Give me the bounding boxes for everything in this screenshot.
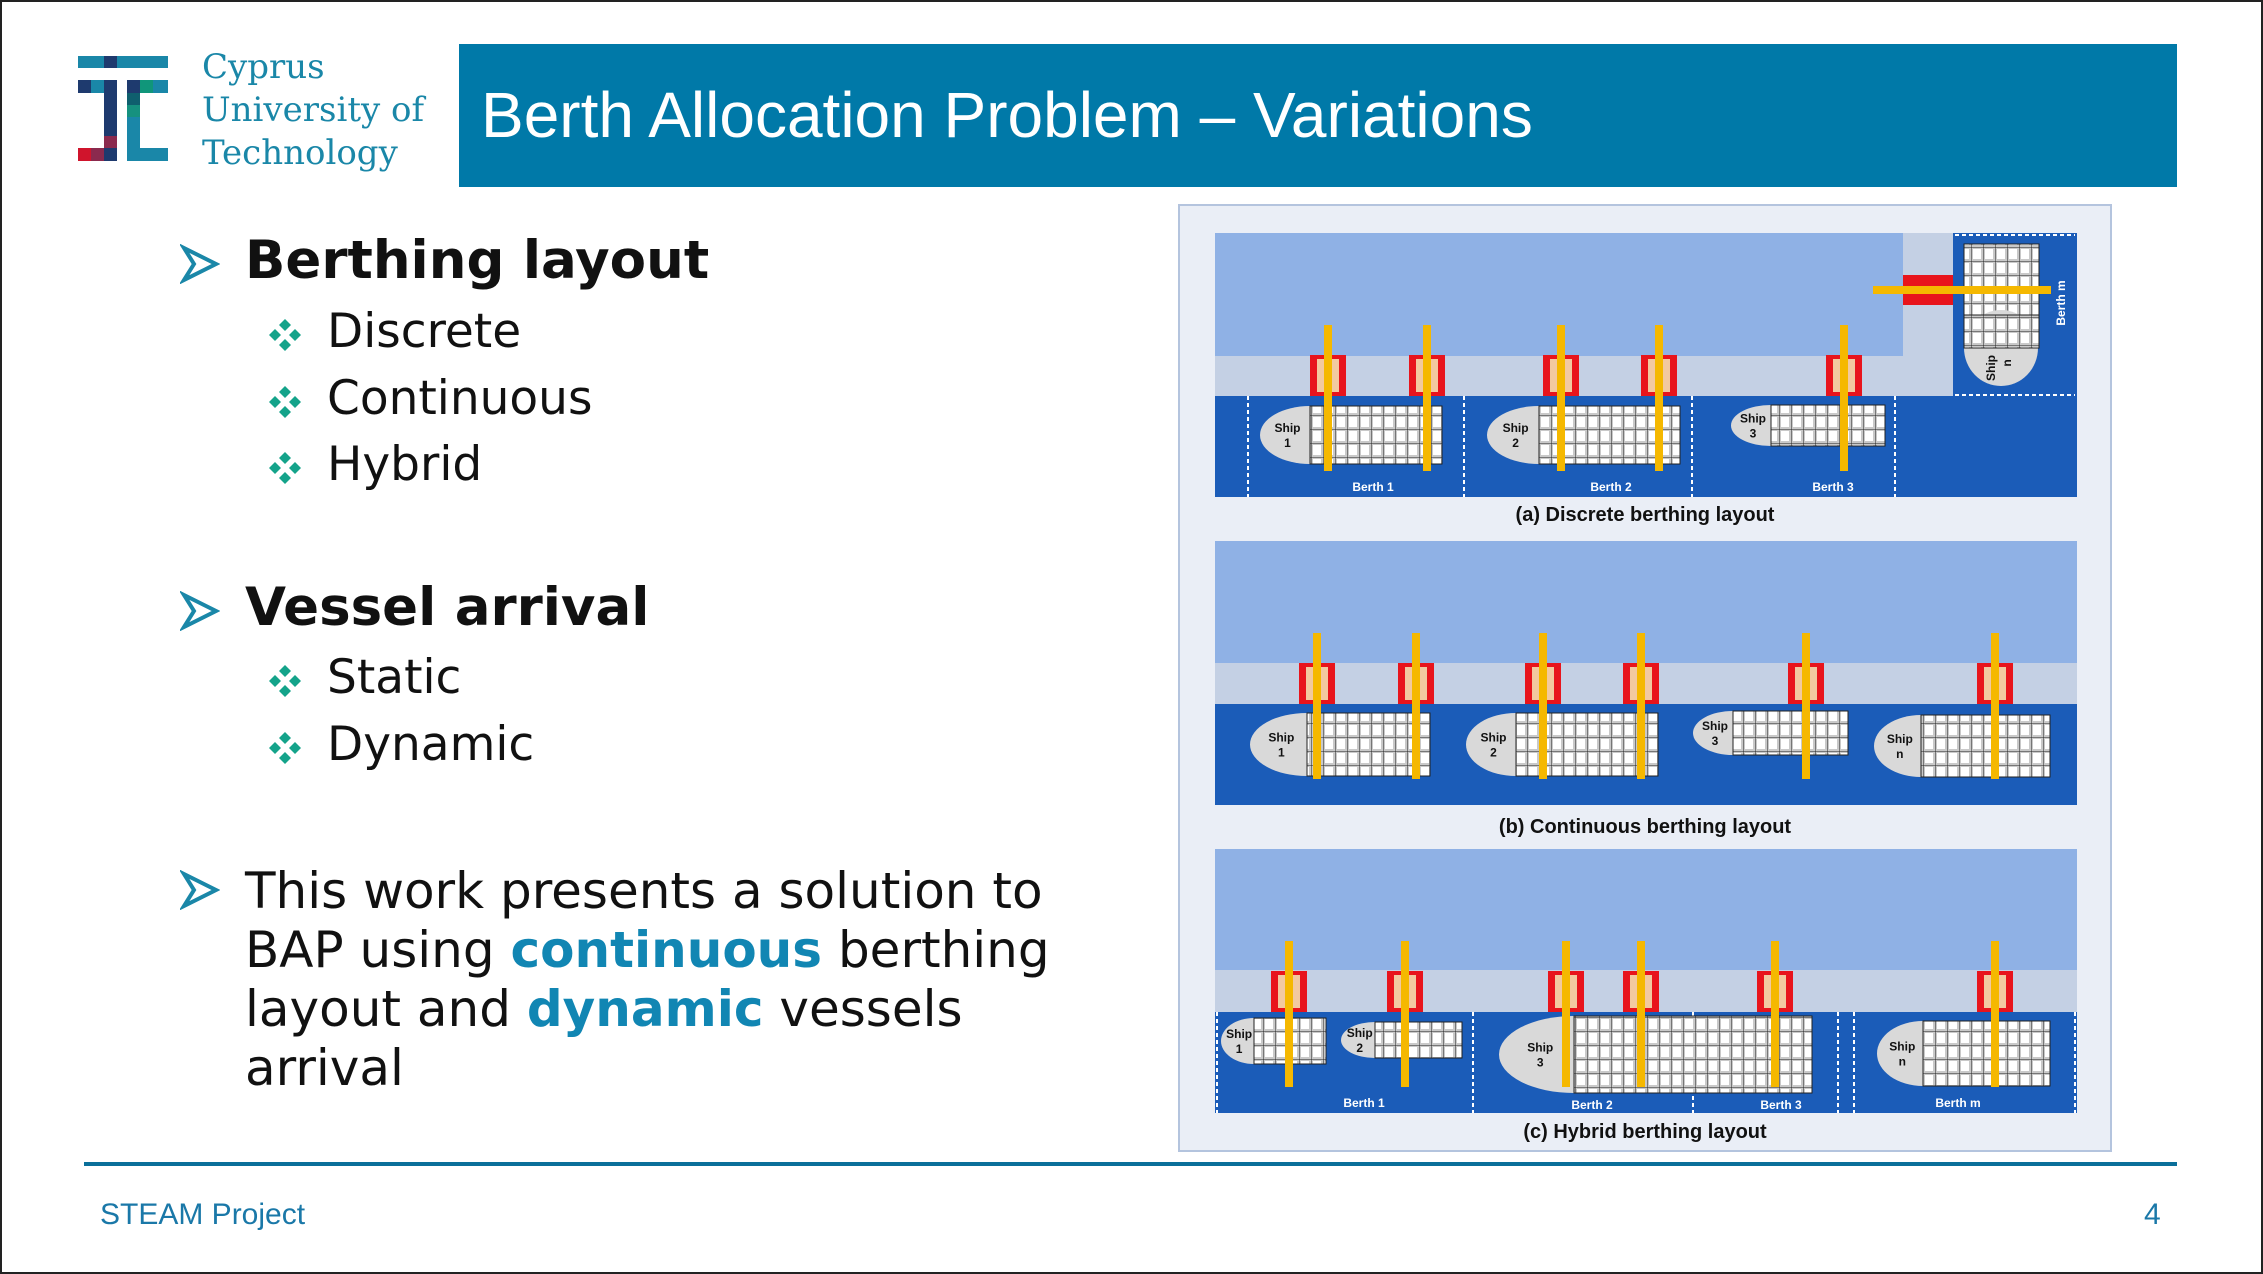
berth-label: Berth 2: [1590, 480, 1632, 494]
crane-boom: [1655, 325, 1663, 471]
diamond-bullet-icon: [269, 665, 301, 697]
ship-number: 3: [1750, 427, 1757, 441]
arrow-bullet-icon: [180, 244, 220, 284]
berth-label: Berth 1: [1352, 480, 1394, 494]
crane-boom: [1539, 633, 1547, 779]
crane-boom: [1557, 325, 1565, 471]
berth-label: Berth 2: [1571, 1098, 1613, 1112]
ship-containers: [1306, 712, 1431, 777]
crane-boom: [1637, 633, 1645, 779]
berth-label: Berth m: [1935, 1096, 1980, 1110]
text: berthing layout and: [245, 921, 1050, 1038]
ship-containers: [1963, 314, 2040, 349]
bullet-vessel-arrival: Vessel arrival: [245, 577, 650, 638]
ship-number: n: [1899, 1055, 1906, 1069]
crane-boom: [1840, 325, 1848, 471]
diamond-bullet-icon: [269, 386, 301, 418]
ship-containers: [1922, 1020, 2051, 1087]
ship-label: Ship: [1275, 421, 1301, 435]
diamond-bullet-icon: [269, 732, 301, 764]
ship-label: Ship: [1268, 731, 1294, 745]
sub-item-dynamic: Dynamic: [327, 717, 535, 772]
crane-boom: [1562, 941, 1570, 1087]
university-logo: [78, 56, 168, 161]
crane-boom: [1285, 941, 1293, 1087]
crane-boom: [1873, 286, 2051, 294]
ship-containers: [1920, 714, 2051, 778]
sub-item-continuous: Continuous: [327, 371, 593, 426]
ship-number: 3: [1712, 734, 1719, 748]
yard-area: [1215, 849, 2077, 970]
crane-boom: [1802, 633, 1810, 779]
highlight-dynamic: dynamic: [526, 980, 764, 1038]
ship-number: 2: [1490, 746, 1497, 760]
quay-apron: [1903, 233, 1953, 396]
sub-item-hybrid: Hybrid: [327, 437, 483, 492]
berth-label: Berth 3: [1812, 480, 1854, 494]
diamond-bullet-icon: [269, 452, 301, 484]
ship-number: 1: [1236, 1042, 1243, 1056]
ship-containers: [1515, 712, 1659, 777]
crane-boom: [1991, 633, 1999, 779]
berth-label: Berth m: [2054, 280, 2068, 325]
text: vessels arrival: [245, 980, 963, 1097]
title-bar: Berth Allocation Problem – Variations: [459, 44, 2177, 187]
ship-containers: [1374, 1021, 1463, 1059]
arrow-bullet-icon: [180, 591, 220, 631]
university-name: Cyprus University of Technology: [202, 46, 424, 175]
page-number: 4: [2144, 1198, 2161, 1231]
ship-number: 1: [1284, 436, 1291, 450]
ship-number: n: [2000, 359, 2014, 366]
ship-label: Ship: [1984, 355, 1998, 381]
diamond-bullet-icon: [269, 319, 301, 351]
bullet-berthing-layout: Berthing layout: [245, 230, 710, 291]
highlight-continuous: continuous: [510, 921, 823, 979]
ship-number: 2: [1356, 1041, 1363, 1055]
ship-containers: [1770, 404, 1886, 447]
crane-boom: [1637, 941, 1645, 1087]
university-line: Cyprus: [202, 47, 325, 87]
yard-area: [1215, 541, 2077, 663]
crane-boom: [1991, 941, 1999, 1087]
footer-project: STEAM Project: [100, 1198, 306, 1231]
ship-label: Ship: [1887, 732, 1913, 746]
ship-label: Ship: [1740, 412, 1766, 426]
sub-item-discrete: Discrete: [327, 304, 522, 359]
ship-number: 3: [1537, 1056, 1544, 1070]
ship-containers: [1732, 710, 1849, 756]
arrow-bullet-icon: [180, 870, 220, 910]
crane-boom: [1423, 325, 1431, 471]
ship-label: Ship: [1503, 421, 1529, 435]
caption-continuous: (b) Continuous berthing layout: [1498, 816, 1792, 838]
ship-label: Ship: [1527, 1041, 1553, 1055]
caption-hybrid: (c) Hybrid berthing layout: [1523, 1121, 1767, 1143]
ship-label: Ship: [1702, 719, 1728, 733]
footer-divider: [84, 1162, 2177, 1166]
crane-boom: [1771, 941, 1779, 1087]
university-line: University of: [202, 90, 425, 130]
berth-label: Berth 1: [1343, 1096, 1385, 1110]
ship-label: Ship: [1347, 1026, 1373, 1040]
slide-title: Berth Allocation Problem – Variations: [481, 79, 1533, 151]
text: This work presents a solution to BAP usi…: [245, 862, 1043, 979]
crane-boom: [1313, 633, 1321, 779]
caption-discrete: (a) Discrete berthing layout: [1515, 504, 1775, 526]
ship-label: Ship: [1481, 731, 1507, 745]
ship-number: 2: [1512, 436, 1519, 450]
berth-label: Berth 3: [1760, 1098, 1802, 1112]
crane-boom: [1401, 941, 1409, 1087]
ship-label: Ship: [1889, 1040, 1915, 1054]
sub-item-static: Static: [327, 650, 462, 705]
bullet-this-work: This work presents a solution to BAP usi…: [245, 862, 1065, 1098]
crane-boom: [1412, 633, 1420, 779]
ship-number: n: [1896, 747, 1903, 761]
ship-number: 1: [1278, 746, 1285, 760]
university-line: Technology: [202, 133, 398, 173]
crane-boom: [1324, 325, 1332, 471]
ship-label: Ship: [1226, 1027, 1252, 1041]
